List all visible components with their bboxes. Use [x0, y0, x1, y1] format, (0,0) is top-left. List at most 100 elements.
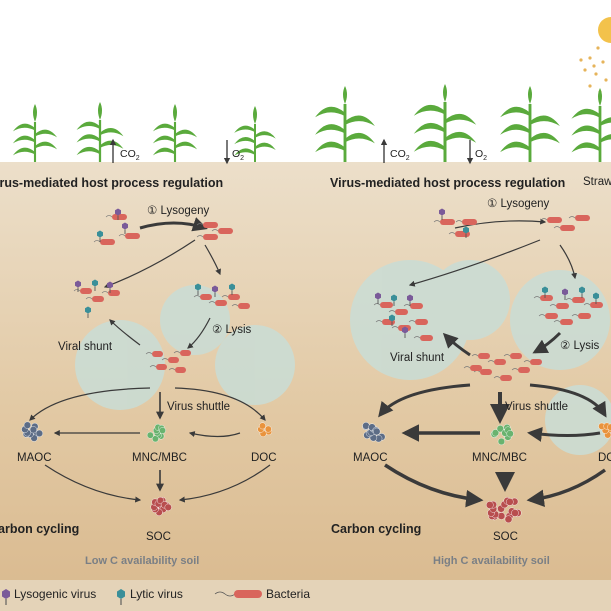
- right-soc-label: SOC: [493, 531, 518, 543]
- bacterium: [523, 359, 542, 365]
- right-doc-label: DO: [598, 452, 611, 464]
- bacterium: [511, 367, 530, 373]
- right-mnc-mbc-label: MNC/MBC: [472, 452, 527, 464]
- lytic-virus: [593, 292, 599, 304]
- straw-particle: [579, 58, 583, 62]
- lytic-virus: [579, 286, 585, 298]
- bacterium: [583, 302, 603, 308]
- right-o2-label: O2: [475, 148, 488, 163]
- bacterium: [73, 288, 92, 294]
- left-soil-label: Low C availability soil: [85, 555, 200, 567]
- left-lysogeny-label: ① Lysogeny: [147, 205, 210, 217]
- bacterium: [211, 228, 233, 234]
- right-maoc-pool: [362, 422, 386, 443]
- lytic-virus: [391, 294, 397, 306]
- lytic-virus: [85, 306, 91, 318]
- bacterium: [221, 294, 240, 300]
- bacterium: [408, 319, 428, 325]
- plant: [500, 86, 560, 162]
- right-flow-arrows: [378, 218, 607, 508]
- bacterium: [193, 294, 212, 300]
- lysogenic-virus: [212, 285, 218, 297]
- right-lysogeny-label: ① Lysogeny: [487, 198, 550, 210]
- left-co2-label: CO2: [120, 148, 140, 163]
- lysogenic-virus: [122, 222, 128, 234]
- lysogenic-virus: [75, 280, 81, 292]
- straw-particle: [583, 68, 587, 72]
- right-virus-shuttle-label: Virus shuttle: [505, 401, 569, 413]
- bacterium: [493, 375, 512, 381]
- right-soil-label: High C availability soil: [433, 555, 550, 567]
- lysogenic-virus: [107, 281, 113, 293]
- straw-particle: [604, 78, 608, 82]
- legend-glyphs: [2, 589, 262, 605]
- lytic-virus: [92, 279, 98, 291]
- left-mnc-pool: [146, 423, 166, 443]
- bacterium: [471, 353, 490, 359]
- lytic-virus: [195, 283, 201, 295]
- left-doc-pool: [257, 422, 272, 437]
- sun-icon: [598, 17, 611, 43]
- lysogenic-virus: [115, 208, 121, 220]
- left-virus-shuttle-label: Virus shuttle: [167, 401, 231, 413]
- microbes: [73, 208, 603, 381]
- straw-particle: [594, 72, 598, 76]
- bacterium: [463, 365, 482, 371]
- plant: [234, 106, 276, 162]
- bacterium: [455, 219, 477, 225]
- plant: [152, 104, 198, 162]
- bacterium: [149, 364, 167, 370]
- left-mnc-mbc-label: MNC/MBC: [132, 452, 187, 464]
- left-soc-label: SOC: [146, 531, 171, 543]
- right-maoc-label: MAOC: [353, 452, 388, 464]
- lysogenic-virus: [562, 288, 568, 300]
- legend-lytic-label: Lytic virus: [130, 587, 183, 601]
- left-carbon-cycling-label: arbon cycling: [0, 522, 80, 536]
- gas-arrows: [109, 138, 474, 165]
- bacterium: [413, 335, 433, 341]
- bacterium: [173, 350, 191, 356]
- lysogenic-virus: [439, 208, 445, 220]
- bacterium: [196, 222, 218, 228]
- bacterium: [388, 309, 408, 315]
- bacterium: [538, 313, 558, 319]
- lysogenic-virus: [402, 326, 408, 338]
- bacterium: [93, 239, 115, 245]
- lytic-virus: [389, 314, 395, 326]
- straw-particle: [601, 60, 605, 64]
- lysogenic-virus-icon: [2, 589, 10, 605]
- right-mnc-pool: [490, 424, 514, 446]
- left-doc-label: DOC: [251, 452, 277, 464]
- straw-label: Straw: [583, 176, 611, 188]
- bacterium: [168, 367, 186, 373]
- plant: [315, 86, 375, 162]
- bacterium: [85, 296, 104, 302]
- bacterium: [373, 302, 393, 308]
- straw-particle: [592, 64, 596, 68]
- lytic-virus: [97, 230, 103, 242]
- left-o2-label: O2: [232, 148, 245, 163]
- bacterium: [118, 233, 140, 239]
- bacterium: [540, 217, 562, 223]
- left-panel-title: irus-mediated host process regulation: [0, 176, 224, 190]
- lytic-virus: [229, 283, 235, 295]
- right-panel-title: Virus-mediated host process regulation: [330, 176, 566, 190]
- lytic-virus: [463, 226, 469, 238]
- bacterium: [533, 295, 553, 301]
- right-soc-pool: [485, 497, 522, 524]
- bacterium: [553, 225, 575, 231]
- legend-band: [0, 580, 611, 611]
- bacterium: [231, 303, 250, 309]
- left-soc-pool: [150, 496, 172, 516]
- left-flow-arrows: [29, 217, 271, 503]
- lysogenic-virus: [375, 292, 381, 304]
- gear-cluster-right: [350, 260, 611, 455]
- plant: [413, 84, 477, 162]
- bacteria-icon: [234, 590, 262, 598]
- bacterium: [161, 357, 179, 363]
- right-viral-shunt-label: Viral shunt: [390, 352, 445, 364]
- left-maoc-label: MAOC: [17, 452, 52, 464]
- bacteria-tail-icon: [214, 591, 236, 597]
